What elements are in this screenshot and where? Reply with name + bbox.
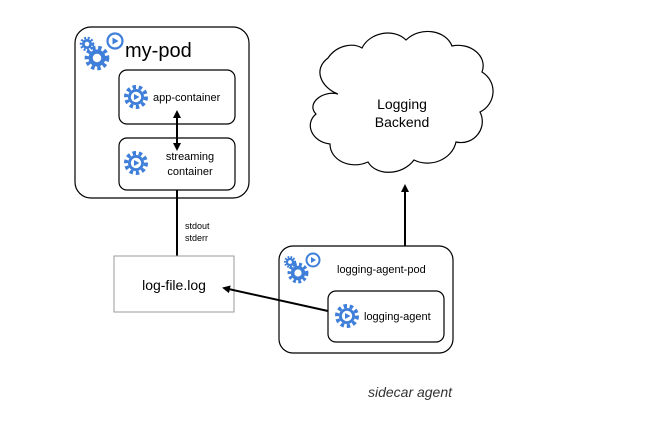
- pod-gears-icon: [283, 252, 321, 284]
- stdout-label: stdout: [185, 221, 210, 231]
- logging-agent-label: logging-agent: [364, 311, 431, 323]
- my-pod-title: my-pod: [125, 40, 192, 62]
- logging-agent-pod-title: logging-agent-pod: [337, 264, 426, 276]
- stderr-label: stderr: [185, 233, 208, 243]
- pod-gears-icon: [79, 32, 124, 71]
- logging-agent-box: [327, 290, 445, 343]
- container-gear-icon: [124, 151, 148, 175]
- streaming-container-label-line1: streaming: [166, 151, 214, 163]
- log-file-box: [113, 255, 235, 313]
- container-gear-icon: [124, 85, 148, 109]
- streaming-container-label-line2: container: [167, 166, 213, 178]
- container-gear-icon: [335, 304, 359, 328]
- log-file-label: log-file.log: [142, 277, 206, 293]
- app-container-label: app-container: [153, 92, 221, 104]
- diagram-caption: sidecar agent: [367, 384, 453, 400]
- logging-backend-label-line2: Backend: [375, 114, 429, 130]
- logging-backend-label-line1: Logging: [377, 96, 427, 112]
- logging-backend-cloud: [309, 30, 494, 173]
- agent-to-logfile-arrow: [222, 285, 329, 312]
